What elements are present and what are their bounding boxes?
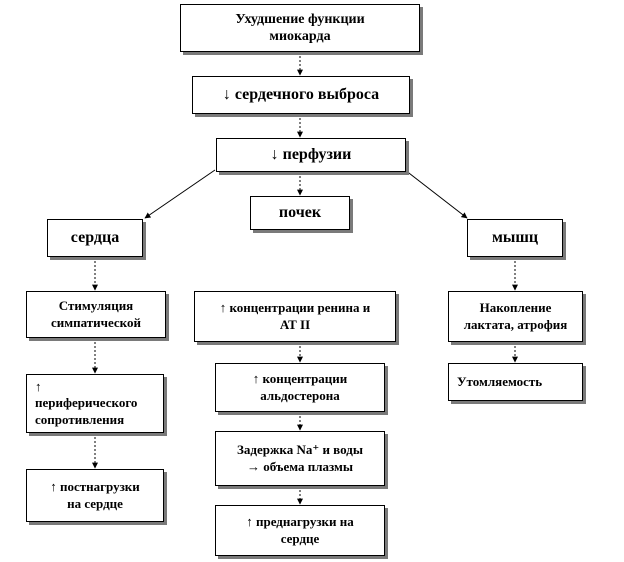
node-aldosterone-line-2: альдостерона <box>260 387 340 403</box>
node-sympathetic-line-2: симпатической <box>51 314 141 330</box>
node-renin-line-2: АТ II <box>279 316 311 332</box>
node-resistance-line-1: ↑ <box>35 379 42 394</box>
node-renin-line-1: ↑ концентрации ренина и <box>219 300 371 316</box>
node-afterload-line-1: ↑ постнагрузки <box>50 479 140 495</box>
node-cardiac-output: ↓ сердечного выброса <box>192 76 410 114</box>
node-perfusion: ↓ перфузии <box>216 138 406 172</box>
node-kidneys-label: почек <box>278 204 322 221</box>
node-muscles-label: мышц <box>491 229 539 246</box>
node-perfusion-label: ↓ перфузии <box>270 146 352 163</box>
node-lactate: Накопление лактата, атрофия <box>448 291 583 342</box>
node-fatigue: Утомляемость <box>448 363 583 401</box>
node-myocardium-line-1: Ухудшение функции <box>235 11 365 27</box>
node-kidneys: почек <box>250 196 350 230</box>
node-afterload: ↑ постнагрузки на сердце <box>26 469 164 522</box>
node-afterload-line-2: на сердце <box>67 495 123 511</box>
node-cardiac-output-label: ↓ сердечного выброса <box>222 86 380 103</box>
node-retention-line-2: → объема плазмы <box>246 458 354 474</box>
node-sympathetic: Стимуляция симпатической <box>26 291 166 338</box>
node-preload: ↑ преднагрузки на сердце <box>215 505 385 556</box>
node-resistance-line-2: периферического <box>35 395 138 411</box>
node-renin: ↑ концентрации ренина и АТ II <box>194 291 396 342</box>
node-preload-line-1: ↑ преднагрузки на <box>246 514 354 530</box>
node-retention: Задержка Na⁺ и воды → объема плазмы <box>215 431 385 486</box>
node-aldosterone: ↑ концентрации альдостерона <box>215 363 385 412</box>
node-lactate-line-2: лактата, атрофия <box>463 316 568 332</box>
node-resistance-line-3: сопротивления <box>35 411 125 427</box>
node-preload-line-2: сердце <box>280 530 320 546</box>
node-lactate-line-1: Накопление <box>479 300 552 316</box>
arrow-perfusion-to-muscles <box>404 169 468 219</box>
arrow-perfusion-to-heart <box>144 169 216 219</box>
node-myocardium-line-2: миокарда <box>269 29 331 44</box>
node-resistance: ↑ периферического сопротивления <box>26 374 164 433</box>
node-retention-line-1: Задержка Na⁺ и воды <box>237 442 363 458</box>
node-myocardium: Ухудшение функции миокарда <box>180 4 420 52</box>
node-sympathetic-line-1: Стимуляция <box>58 298 134 314</box>
node-heart-label: сердца <box>70 229 120 246</box>
node-fatigue-label: Утомляемость <box>457 373 543 389</box>
node-muscles: мышц <box>467 219 563 257</box>
node-aldosterone-line-1: ↑ концентрации <box>252 371 348 387</box>
node-heart: сердца <box>47 219 143 257</box>
